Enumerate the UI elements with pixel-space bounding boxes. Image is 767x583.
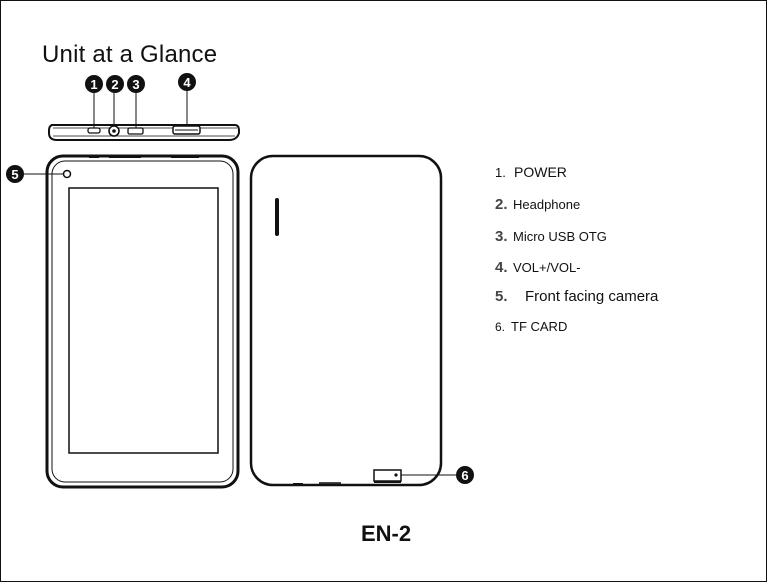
callout-4: 4: [178, 73, 196, 91]
legend-label: POWER: [514, 164, 567, 180]
legend-item-usb: 3.Micro USB OTG: [495, 228, 607, 245]
callout-4-label: 4: [183, 75, 191, 90]
callout-3-label: 3: [132, 77, 139, 92]
callout-5-label: 5: [11, 167, 18, 182]
callout-1-label: 1: [90, 77, 97, 92]
legend-number: 3.: [495, 228, 513, 245]
legend-item-tf-card: 6.TF CARD: [495, 319, 567, 334]
legend-item-headphone: 2.Headphone: [495, 196, 580, 213]
screen-area: [69, 188, 218, 453]
callout-2: 2: [106, 75, 124, 93]
front-camera-shape: [64, 171, 71, 178]
power-button-shape: [88, 128, 100, 133]
callout-2-label: 2: [111, 77, 118, 92]
callout-1: 1: [85, 75, 103, 93]
legend-number: 6.: [495, 320, 511, 334]
tablet-top-edge: [49, 91, 239, 140]
tablet-back-view: [251, 156, 456, 485]
legend-item-camera: 5.Front facing camera: [495, 288, 658, 305]
usb-port-shape: [128, 128, 143, 134]
legend-number: 4.: [495, 259, 513, 276]
legend-label: VOL+/VOL-: [513, 260, 581, 275]
legend-label: Front facing camera: [525, 288, 658, 305]
legend-item-power: 1.POWER: [495, 164, 567, 180]
back-slot-shape: [275, 198, 279, 236]
tablet-front-view: [23, 156, 238, 487]
legend-label: Headphone: [513, 197, 580, 212]
callout-3: 3: [127, 75, 145, 93]
legend-number: 5.: [495, 288, 525, 305]
legend-number: 2.: [495, 196, 513, 213]
legend-label: TF CARD: [511, 319, 567, 334]
legend-label: Micro USB OTG: [513, 229, 607, 244]
legend-item-volume: 4.VOL+/VOL-: [495, 259, 581, 276]
callout-5: 5: [6, 165, 24, 183]
callout-6: 6: [456, 466, 474, 484]
legend-number: 1.: [495, 165, 514, 180]
page-number: EN-2: [361, 521, 411, 547]
callout-6-label: 6: [461, 468, 468, 483]
